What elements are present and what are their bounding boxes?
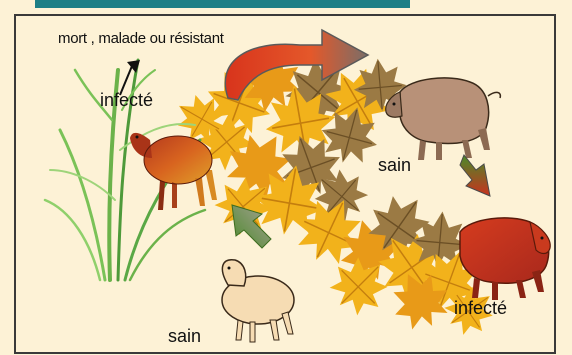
infected-sheep	[130, 133, 217, 210]
label-infected-plant: infecté	[100, 90, 153, 111]
label-dead-sick-resistant: mort , malade ou résistant	[58, 30, 224, 47]
healthy-sheep	[222, 260, 294, 342]
infected-boar	[460, 218, 550, 300]
label-infected-boar: infecté	[454, 298, 507, 319]
label-healthy-boar: sain	[378, 155, 411, 176]
label-healthy-sheep: sain	[168, 326, 201, 347]
healthy-boar	[386, 78, 501, 160]
green-red-arrow	[460, 155, 490, 196]
